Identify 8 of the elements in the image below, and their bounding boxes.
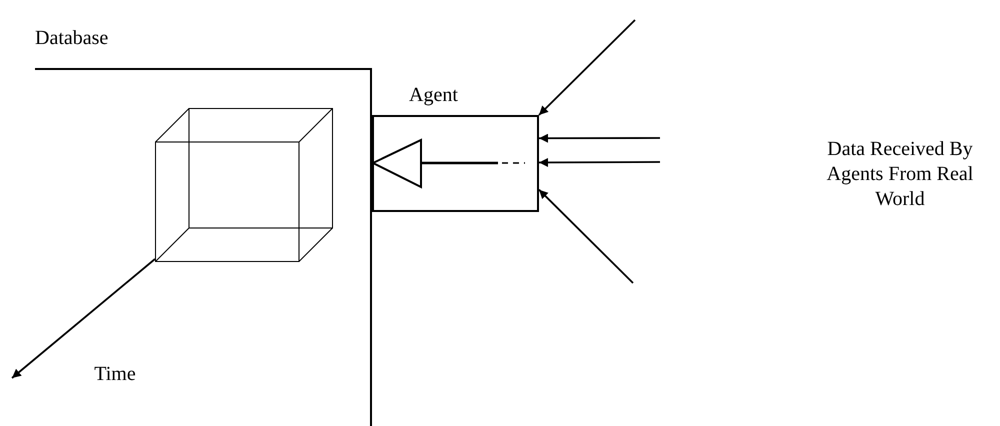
arrow (539, 134, 660, 143)
arrow (539, 158, 660, 167)
arrow (538, 189, 634, 284)
node-heading: Database (35, 26, 108, 50)
axis-label: Time (93, 362, 137, 387)
note-text: Data Received By Agents From Real World (826, 137, 974, 212)
arrow (538, 19, 636, 116)
node-heading: Agent (409, 83, 458, 107)
